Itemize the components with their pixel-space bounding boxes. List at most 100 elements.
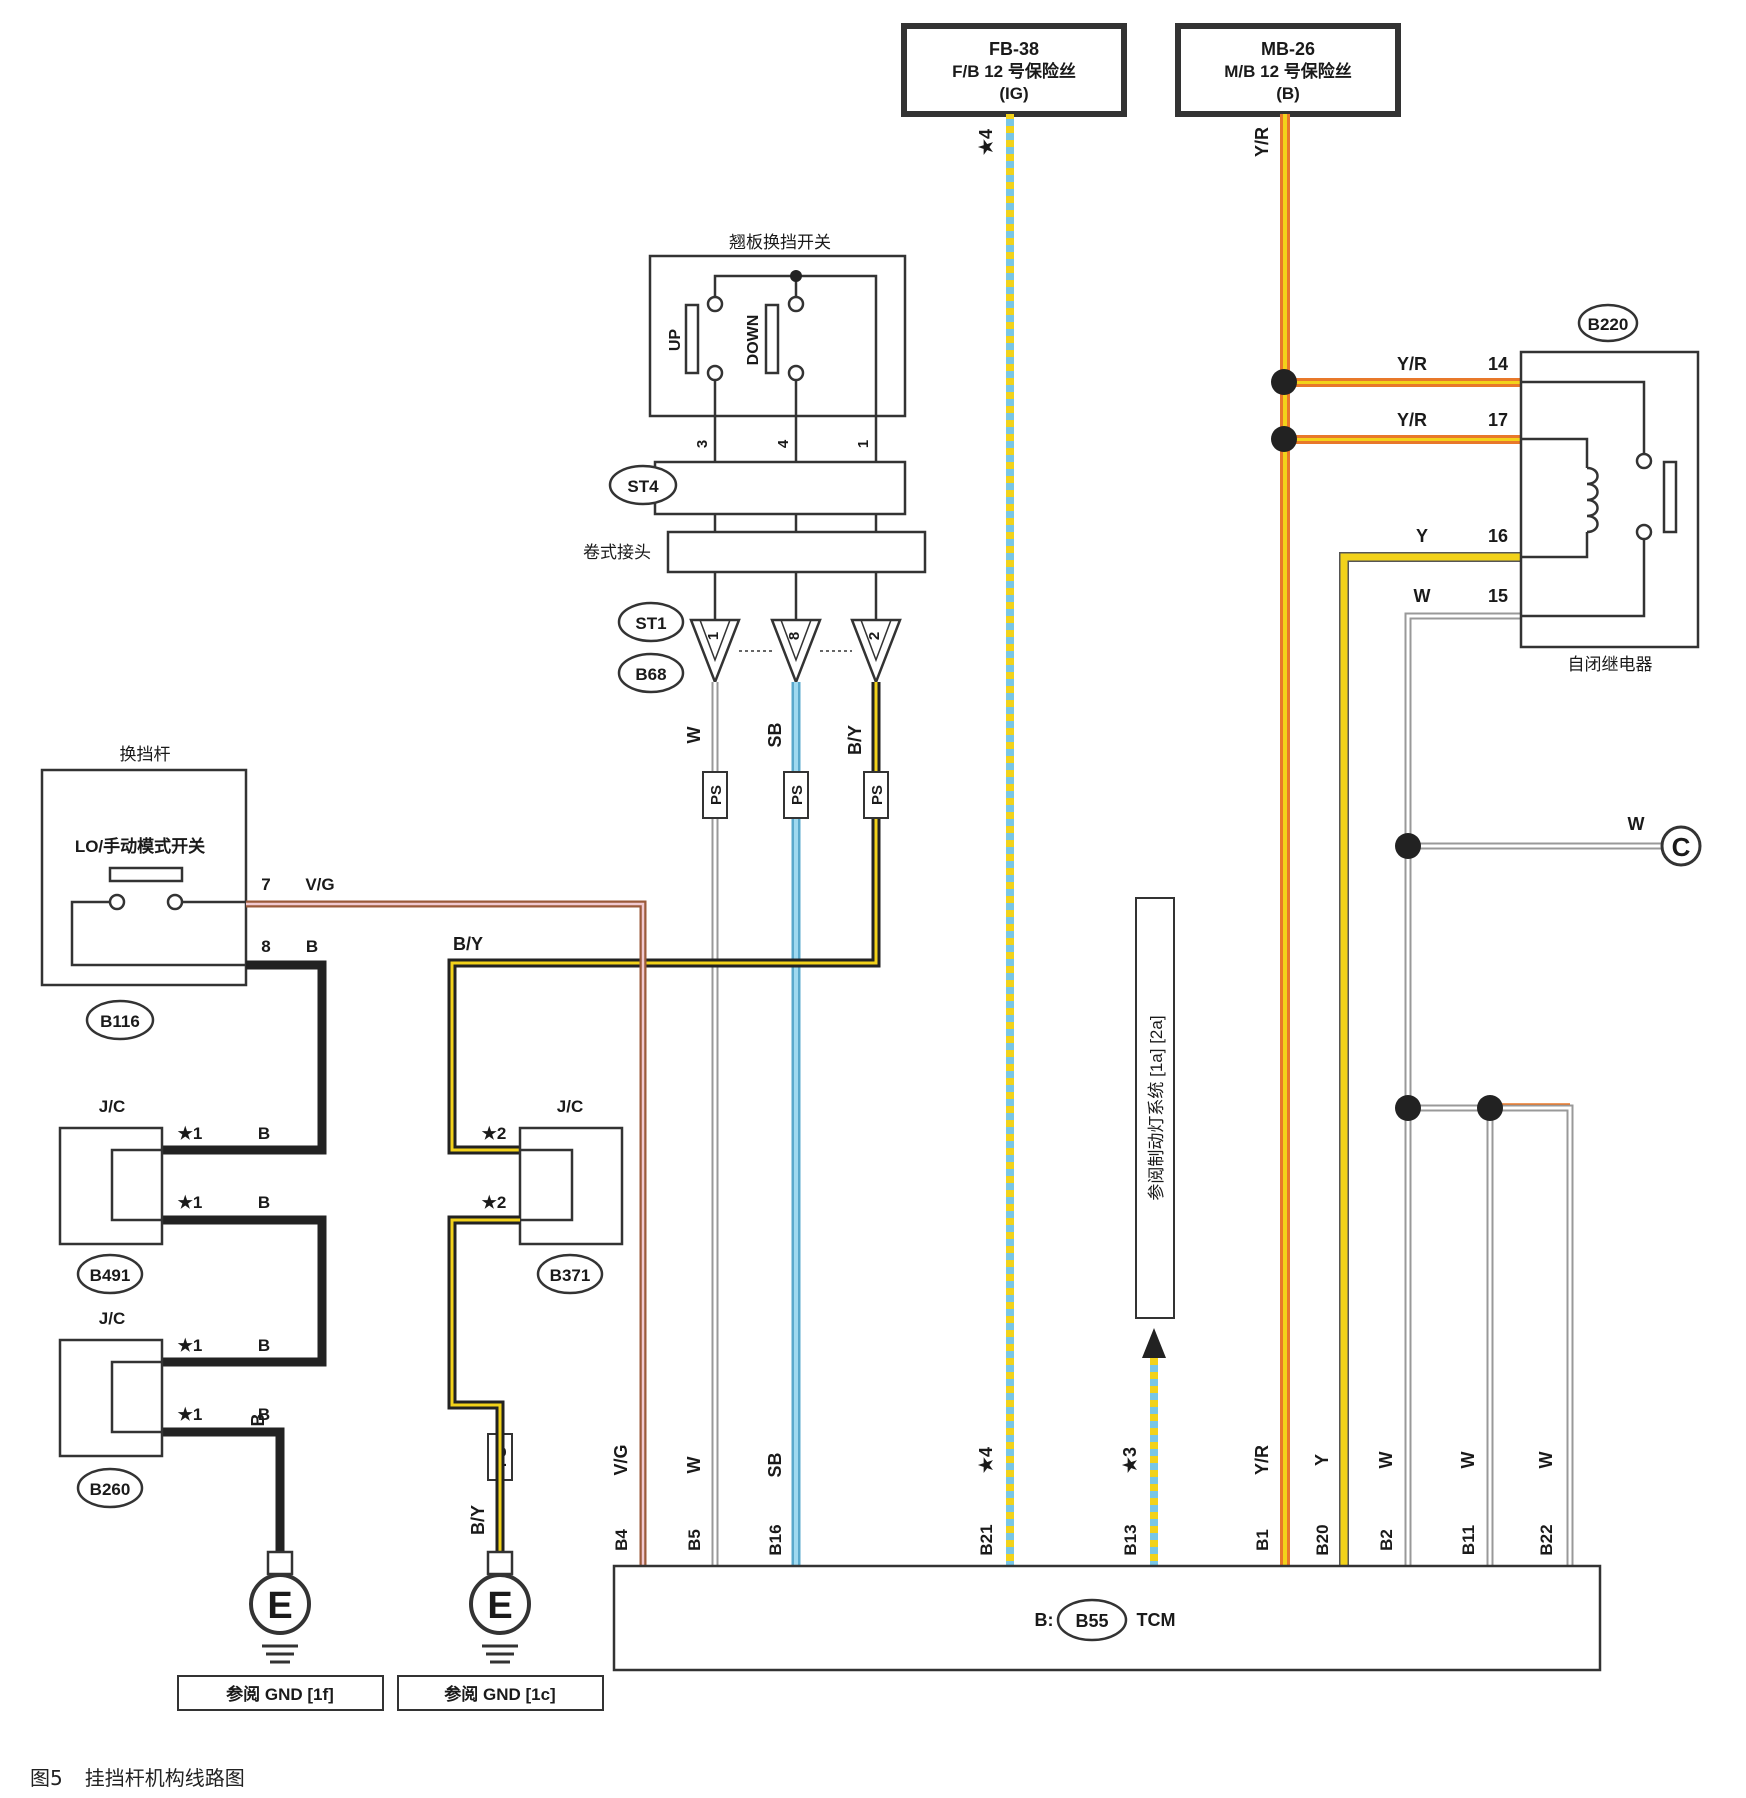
jc-b260-b-b: B: [258, 1405, 270, 1424]
connector-roll-label: 卷式接头: [583, 543, 651, 562]
jc-b371-star-a: ★2: [482, 1124, 507, 1143]
fuse-fb38-power: (IG): [999, 84, 1028, 103]
fuse-mb26-name: M/B 12 号保险丝: [1224, 61, 1352, 81]
wire-w-b22: [1490, 1104, 1574, 1566]
wire-y: [1339, 552, 1521, 1566]
jc-b371: [518, 1126, 624, 1246]
connector-st4: [653, 460, 907, 516]
b68-pin-2: 2: [866, 632, 883, 640]
splice-yr-14: [1271, 369, 1297, 395]
ground-ref-1: 参阅 GND [1f]: [226, 1684, 334, 1704]
ref-arrow: [1142, 1328, 1166, 1358]
jc-b260: [58, 1338, 164, 1458]
switch-lead-wires: [713, 416, 878, 620]
ground-ref-1-box: [177, 1675, 384, 1711]
connector-st1-label: ST1: [635, 614, 666, 633]
ground-1: [249, 1550, 311, 1664]
paddle-switch: [648, 254, 907, 418]
shift-lever-title: 换挡杆: [120, 745, 171, 764]
connector-b491-label: B491: [90, 1266, 131, 1285]
paddle-pin-3: 3: [694, 440, 711, 448]
ground-ref-2: 参阅 GND [1c]: [444, 1684, 555, 1704]
tcm-pin-b20: B20: [1313, 1524, 1332, 1555]
jc-b491-label: J/C: [99, 1097, 125, 1116]
tcm-pin-b1: B1: [1253, 1529, 1272, 1551]
paddle-switch-title: 翘板换挡开关: [729, 233, 831, 252]
wire-b-ground-label: B: [248, 1414, 268, 1427]
shift-lever-switch-label: LO/手动模式开关: [75, 836, 205, 856]
ground-2-symbol: E: [487, 1585, 512, 1627]
wire-sb-label-bottom: SB: [765, 1452, 785, 1477]
wire-by-ground-label: B/Y: [468, 1505, 488, 1535]
connector-b371-label: B371: [550, 1266, 591, 1285]
wire-star4: [1006, 114, 1014, 1566]
wire-w-relay: [1404, 612, 1521, 1566]
c-terminal-label: C: [1672, 832, 1691, 862]
connector-b220-label: B220: [1588, 315, 1629, 334]
figure-title: 挂挡杆机构线路图: [84, 1766, 245, 1790]
relay-wire-17-label: Y/R: [1397, 410, 1427, 430]
shift-lever-pin-7: 7: [261, 875, 270, 894]
figure-number: 图5: [30, 1766, 63, 1790]
wire-by-paddle-label: B/Y: [845, 725, 865, 755]
c-terminal: [1660, 825, 1702, 867]
jc-b491-b-a: B: [258, 1124, 270, 1143]
connector-roll: [666, 530, 927, 574]
wire-w-b11-label: W: [1458, 1452, 1478, 1469]
connector-b68-label: B68: [635, 665, 666, 684]
splice-w-b2: [1395, 1095, 1421, 1121]
fuse-fb38-id: FB-38: [989, 39, 1039, 59]
wire-yr-label-bottom: Y/R: [1252, 1445, 1272, 1475]
wire-w-paddle-label: W: [684, 727, 704, 744]
fuse-fb38: FB-38 F/B 12 号保险丝 (IG): [901, 23, 1127, 117]
relay-wire-14-label: Y/R: [1397, 354, 1427, 374]
relay-pin-15: 15: [1488, 586, 1508, 606]
fuse-fb38-name: F/B 12 号保险丝: [952, 61, 1076, 81]
shift-lever-pin-8: 8: [261, 937, 270, 956]
jc-b371-label: J/C: [557, 1097, 583, 1116]
jc-b491-star-a: ★1: [178, 1124, 203, 1143]
tcm-name: TCM: [1137, 1610, 1176, 1630]
jc-b491-star-b: ★1: [178, 1193, 203, 1212]
wire-yr-label-top: Y/R: [1252, 127, 1272, 157]
tcm-pin-b5: B5: [685, 1529, 704, 1551]
wire-b-label-top: B: [306, 937, 318, 956]
wire-vg-label: V/G: [305, 875, 334, 894]
wire-star3-label: ★3: [1120, 1447, 1140, 1473]
connector-b116-badge: [85, 999, 155, 1041]
tcm-prefix: B:: [1035, 1610, 1054, 1630]
ref-box: [1135, 897, 1175, 1319]
connector-b491-badge: [76, 1253, 144, 1295]
wire-by-top-label: B/Y: [453, 934, 483, 954]
shift-lever: [40, 768, 248, 987]
ps-markers: [487, 771, 889, 1481]
wire-star4-label-bottom: ★4: [976, 1447, 996, 1473]
wire-w-b22-label: W: [1536, 1452, 1556, 1469]
wire-vg: [246, 900, 647, 1566]
splice-w-b11: [1477, 1095, 1503, 1121]
relay-pin-16: 16: [1488, 526, 1508, 546]
wire-yr-main: [1280, 114, 1290, 1566]
connector-st4-badge: [608, 464, 678, 506]
ground-2: [469, 1550, 531, 1664]
tcm-pin-b21: B21: [977, 1524, 996, 1555]
relay-pin-14: 14: [1488, 354, 1508, 374]
wire-vg-label-bottom: V/G: [611, 1444, 631, 1475]
connector-b371-badge: [536, 1253, 604, 1295]
jc-b371-star-b: ★2: [482, 1193, 507, 1212]
tcm-pin-b16: B16: [766, 1524, 785, 1555]
wire-w-c-label: W: [1628, 814, 1645, 834]
b68-pin-1: 1: [705, 632, 722, 640]
wire-w-b11: [1408, 1104, 1494, 1566]
wire-star4-label-top: ★4: [976, 129, 996, 155]
wire-star3: [1150, 1358, 1158, 1566]
connector-b55-label: B55: [1075, 1611, 1108, 1631]
tcm-pin-b22: B22: [1537, 1524, 1556, 1555]
tcm-pin-b11: B11: [1459, 1525, 1478, 1555]
jc-b260-b-a: B: [258, 1336, 270, 1355]
connector-b55-badge: [1056, 1598, 1128, 1642]
wire-w-b2-label: W: [1376, 1452, 1396, 1469]
paddle-up-label: UP: [667, 329, 684, 352]
relay-wire-15-label: W: [1414, 586, 1431, 606]
